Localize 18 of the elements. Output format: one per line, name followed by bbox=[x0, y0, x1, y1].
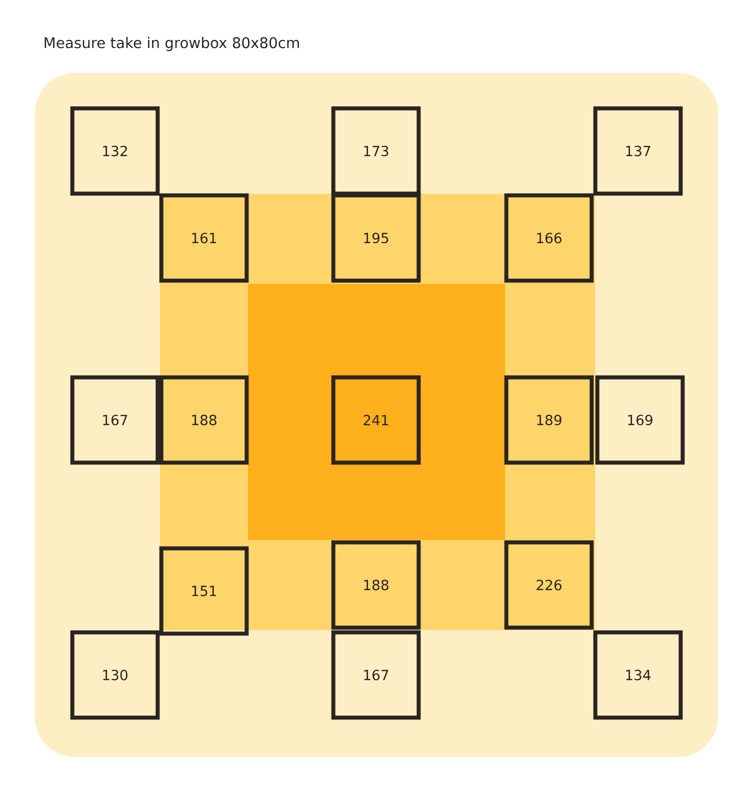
measure-box: 226 bbox=[504, 540, 594, 630]
measure-box: 167 bbox=[70, 375, 160, 465]
measure-box: 173 bbox=[331, 106, 421, 196]
measure-box: 166 bbox=[504, 193, 594, 283]
measure-box: 241 bbox=[331, 375, 421, 465]
measure-box: 132 bbox=[70, 106, 160, 196]
measure-box: 167 bbox=[331, 630, 421, 720]
measure-box: 195 bbox=[331, 193, 421, 283]
measure-box: 169 bbox=[595, 375, 685, 465]
title: Measure take in growbox 80x80cm bbox=[44, 36, 299, 52]
measure-box: 161 bbox=[159, 193, 249, 283]
measure-box: 189 bbox=[504, 375, 594, 465]
measure-box: 137 bbox=[593, 106, 683, 196]
measure-box: 188 bbox=[159, 375, 249, 465]
measure-box: 130 bbox=[70, 630, 160, 720]
measure-box: 188 bbox=[331, 540, 421, 630]
measure-box: 151 bbox=[159, 546, 249, 636]
measure-box: 134 bbox=[593, 630, 683, 720]
